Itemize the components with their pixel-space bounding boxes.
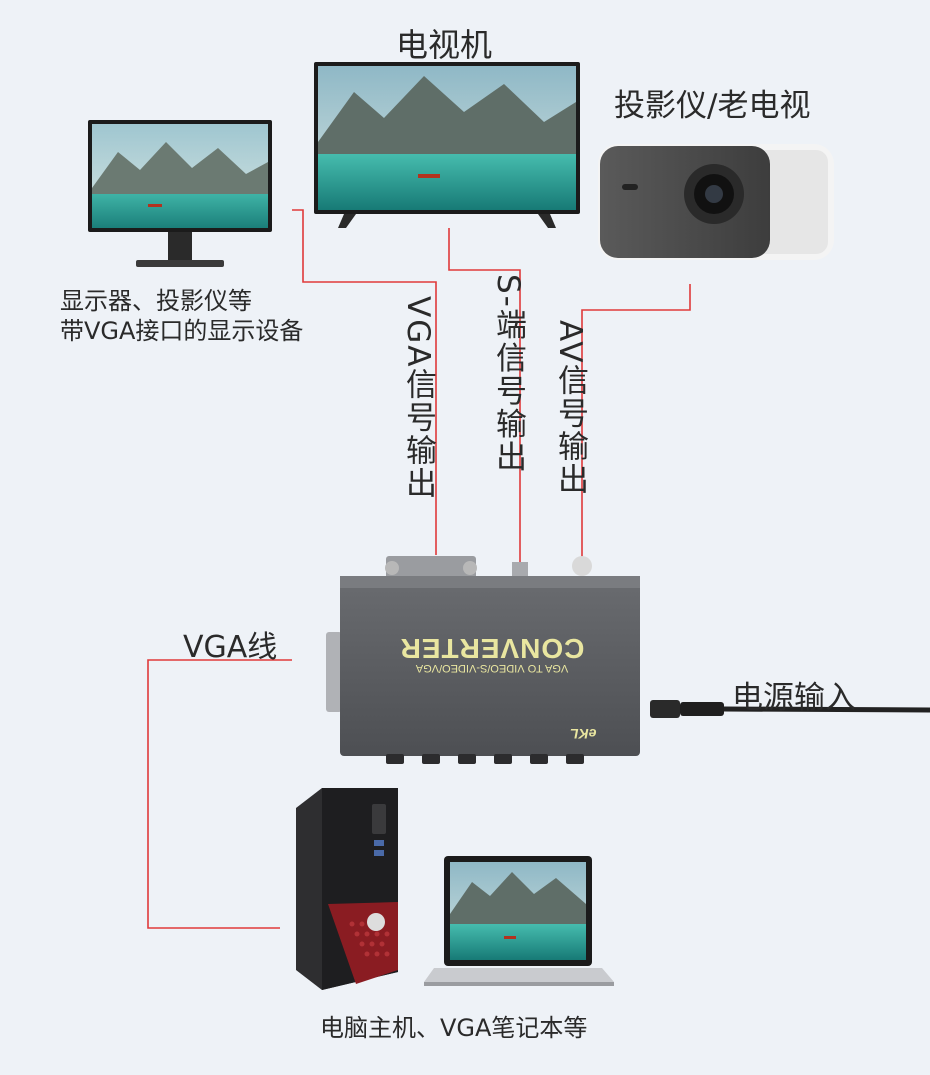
- brand-logo: eKL: [570, 726, 597, 742]
- tv-label: 电视机: [396, 26, 493, 64]
- tv: [314, 62, 580, 228]
- vga-out-label: VGA信号输出: [400, 296, 436, 501]
- source-devices-label: 电脑主机、VGA笔记本等: [320, 1014, 588, 1042]
- power-input-label: 电源输入: [732, 680, 856, 716]
- av-out-wire: [581, 284, 691, 560]
- power-cable: [650, 700, 930, 718]
- monitor: [88, 120, 272, 267]
- converter-name: CONVERTER: [399, 633, 585, 664]
- projector: [598, 144, 834, 260]
- vga-out-wire: [292, 209, 437, 555]
- projector-label: 投影仪/老电视: [614, 88, 811, 124]
- pc-tower: [296, 788, 398, 990]
- converter-label-group: VGA TO VIDEO/S-VIDEO/VGA CONVERTER: [372, 632, 612, 678]
- s-video-out-label: S-端信号输出: [490, 274, 526, 474]
- vga-cable-label: VGA线: [183, 630, 278, 665]
- s-video-wire: [448, 228, 521, 568]
- av-out-label: AV信号输出: [552, 320, 588, 497]
- monitor-label-line2: 带VGA接口的显示设备: [60, 317, 304, 345]
- vga-in-wire: [147, 659, 292, 929]
- laptop: [424, 856, 614, 986]
- monitor-label-line1: 显示器、投影仪等: [60, 287, 252, 315]
- monitor-label: 显示器、投影仪等 带VGA接口的显示设备: [60, 286, 303, 346]
- converter-box: [326, 556, 640, 764]
